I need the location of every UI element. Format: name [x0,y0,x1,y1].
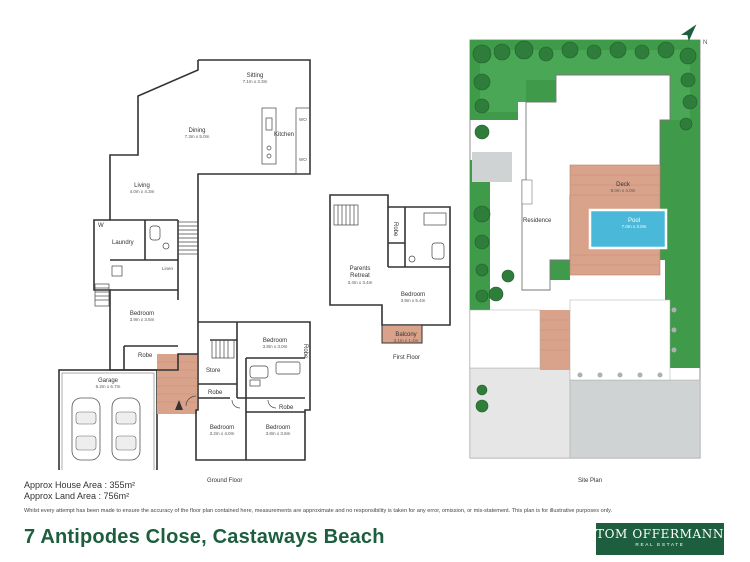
room-living-dim: 4.0m x 4.3m [129,189,155,194]
room-robe-2: Robe [302,344,308,359]
car-right [111,397,141,461]
site-deck-dim: 8.0m x 4.0m [610,188,636,193]
room-laundry: Laundry [112,240,134,246]
pool [588,208,668,250]
room-bedroom-3: Bedroom 3.2m x 4.0m [200,425,244,436]
room-ff-bedroom-name: Bedroom [400,292,426,298]
room-bedroom-1: Bedroom 3.9m x 3.5m [122,311,162,322]
room-bedroom-2: Bedroom 3.8m x 3.0m [250,338,300,349]
driveway [469,367,571,459]
site-residence: Residence [523,218,552,224]
stairs-rear [94,283,110,307]
room-bedroom-2-dim: 3.8m x 3.0m [262,344,288,349]
north-label: N [703,40,708,46]
room-dining: Dining 7.3m x 5.0m [172,128,222,139]
room-garage: Garage 6.2m x 6.7m [88,378,128,389]
first-floor-walls [329,194,451,326]
balcony-deck [382,325,422,343]
room-ff-bedroom: Bedroom 3.9m x 5.4m [393,292,433,303]
room-balcony-name: Balcony [395,332,417,338]
site-plan-title: Site Plan [578,478,603,484]
room-store: Store [206,368,221,374]
room-bedroom-4: Bedroom 3.8m x 3.6m [256,425,300,436]
room-bedroom-1-dim: 3.9m x 3.5m [129,317,155,322]
site-deck-label: Deck 8.0m x 4.0m [603,182,643,193]
room-balcony-dim: 3.1m x 1.4m [393,338,419,343]
car-left [71,397,101,461]
room-bedroom-1-name: Bedroom [129,311,155,317]
site-plan [469,24,701,459]
room-sitting-name: Sitting [246,73,264,79]
paving [569,379,701,459]
room-ff-bedroom-dim: 3.9m x 5.4m [400,298,426,303]
room-bedroom-2-name: Bedroom [262,338,288,344]
room-living: Living 4.0m x 4.3m [122,183,162,194]
site-pool-name: Pool [627,218,640,224]
ground-floor-title: Ground Floor [207,478,243,484]
room-dining-name: Dining [188,128,206,134]
ground-floor-plan [58,59,311,470]
room-robe-4: Robe [279,405,294,411]
room-garage-name: Garage [97,378,118,384]
stairs-ground [177,221,199,255]
room-robe-1: Robe [138,353,153,359]
stairs-bedroom [211,339,235,359]
trees [472,40,698,413]
ff-robe: Robe [392,222,398,237]
linen: Linen [162,266,174,271]
land-area: Approx Land Area : 756m² [24,491,130,501]
garage-outline [58,369,158,470]
brand-sub: REAL ESTATE [635,543,685,548]
house-area: Approx House Area : 355m² [24,480,136,490]
room-parents-retreat: Parents Retreat 3.4m x 3.4m [340,266,380,285]
kitchen-island [261,107,277,165]
room-sitting: Sitting 7.1m x 3.3m [230,73,280,84]
north-arrow-icon [681,24,697,42]
site-pool-dim: 7.0m x 3.0m [621,224,647,229]
room-sitting-dim: 7.1m x 3.3m [242,79,268,84]
room-parents-retreat-dim: 3.4m x 3.4m [347,280,373,285]
site-deck-name: Deck [616,182,630,188]
entry-deck [157,354,197,414]
brand-name: TOM OFFERMANN [596,527,724,541]
room-parents-retreat-name: Parents Retreat [349,266,371,279]
kitchen-wo-2: WO [299,157,307,162]
room-kitchen: Kitchen [274,132,295,138]
area-info: Approx House Area : 355m² Approx Land Ar… [24,480,135,502]
laundry-w: W [98,223,104,229]
room-bedroom-4-name: Bedroom [265,425,291,431]
room-dining-dim: 7.3m x 5.0m [184,134,210,139]
room-bedroom-3-dim: 3.2m x 4.0m [209,431,235,436]
room-bedroom-4-dim: 3.8m x 3.6m [265,431,291,436]
disclaimer: Whilst every attempt has been made to en… [24,508,613,514]
property-address: 7 Antipodes Close, Castaways Beach [24,526,385,548]
first-floor-plan [329,194,451,344]
room-bedroom-3-name: Bedroom [209,425,235,431]
room-garage-dim: 6.2m x 6.7m [95,384,121,389]
kitchen-wo-1: WO [299,117,307,122]
site-pool-label: Pool 7.0m x 3.0m [614,218,654,229]
room-balcony: Balcony 3.1m x 1.4m [386,332,426,343]
brand-logo: TOM OFFERMANN REAL ESTATE [596,523,724,555]
first-floor-title: First Floor [393,355,420,361]
room-living-name: Living [134,183,150,189]
room-robe-3: Robe [208,390,223,396]
